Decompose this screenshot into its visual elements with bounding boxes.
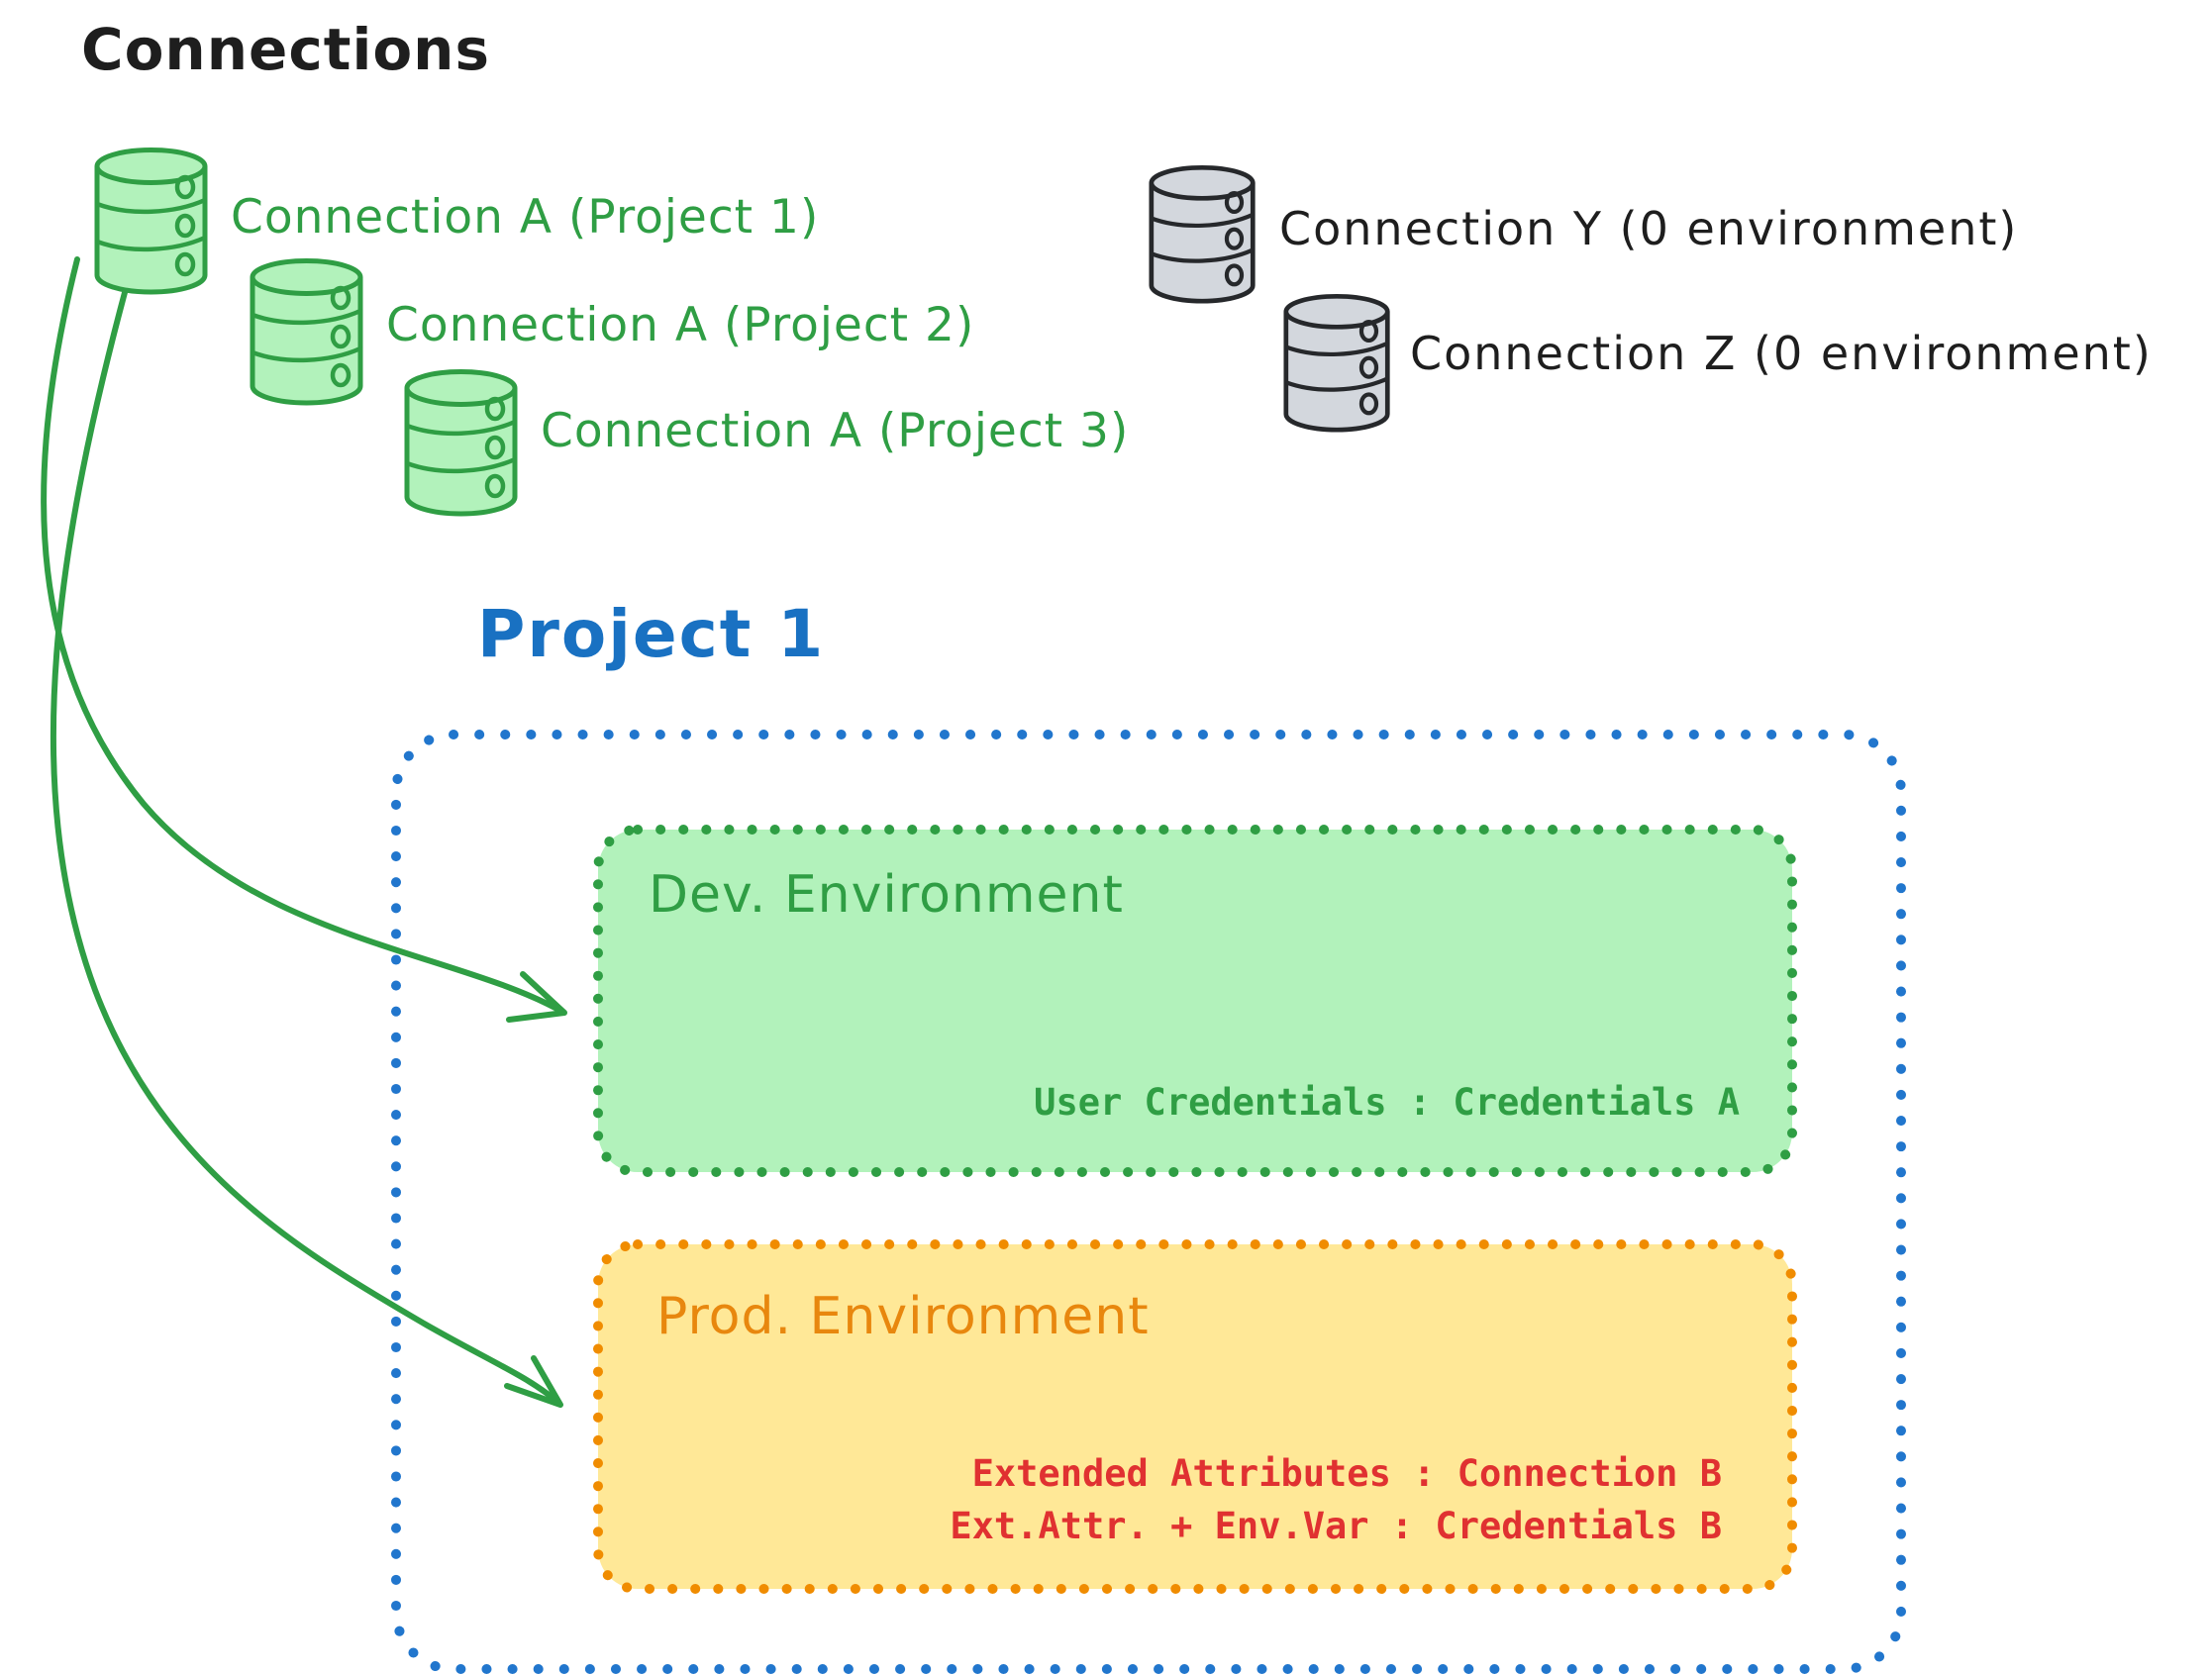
prod-environment-box (593, 1239, 1797, 1594)
arrow-connection-a-to-dev (41, 256, 567, 1023)
connection-y-label: Connection Y (0 environment) (1279, 202, 2019, 255)
dev-environment-mapping: User Credentials : Credentials A (1034, 1081, 1740, 1124)
dev-environment-box (593, 825, 1797, 1177)
dev-environment-title: Dev. Environment (649, 865, 1124, 925)
database-icon-connection-a-project-1 (97, 150, 205, 293)
prod-mapping-extended-attributes: Extended Attributes : Connection B (971, 1452, 1722, 1495)
connections-title: Connections (81, 16, 490, 83)
prod-environment-mappings: Extended Attributes : Connection B Ext.A… (596, 1447, 1722, 1552)
connection-a-project-1-label: Connection A (Project 1) (231, 190, 820, 245)
project-1-title: Project 1 (477, 596, 826, 672)
arrow-connection-a-to-prod (50, 282, 563, 1408)
connection-z-label: Connection Z (0 environment) (1410, 327, 2153, 380)
database-icon-connection-z (1286, 296, 1387, 430)
prod-mapping-ext-attr-env-var: Ext.Attr. + Env.Var : Credentials B (950, 1505, 1722, 1547)
prod-environment-title: Prod. Environment (656, 1287, 1150, 1346)
project-1-frame (391, 730, 1906, 1674)
database-icon-connection-y (1152, 167, 1253, 301)
connection-a-project-2-label: Connection A (Project 2) (386, 298, 975, 352)
database-icon-connection-a-project-3 (407, 372, 515, 515)
database-icon-connection-a-project-2 (252, 261, 360, 404)
connection-a-project-3-label: Connection A (Project 3) (541, 404, 1130, 458)
